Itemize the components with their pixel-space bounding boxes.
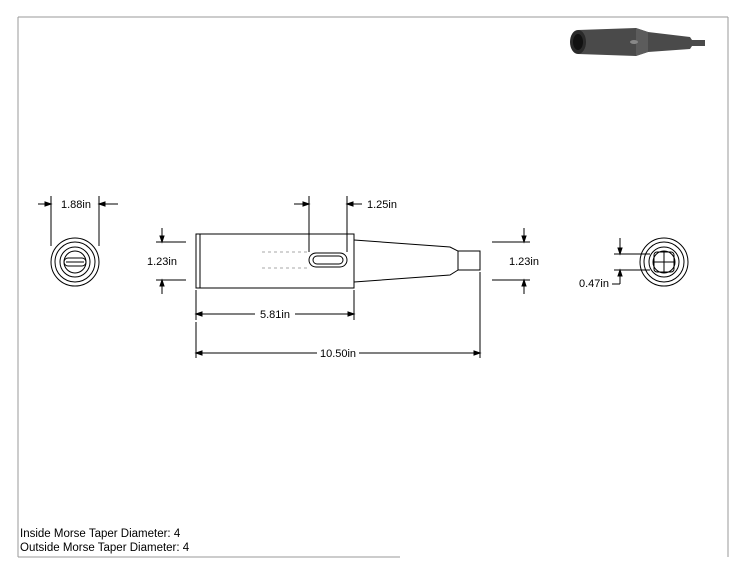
left-end-view: [50, 237, 100, 287]
sleeve-length-label-bg: [255, 306, 295, 320]
body-diameter-left-label: 1.23in: [147, 256, 177, 268]
left-view-diameter-label: 1.88in: [61, 199, 91, 211]
tang-width-label: 0.47in: [579, 278, 609, 290]
outside-taper-note: Outside Morse Taper Diameter: 4: [20, 542, 190, 554]
sheet-frame: [17, 16, 729, 558]
inside-taper-note: Inside Morse Taper Diameter: 4: [20, 528, 181, 540]
hidden-lines: [262, 251, 309, 269]
side-view: [195, 233, 481, 289]
right-end-view: [639, 237, 689, 287]
left-view-diameter-dimension: [38, 196, 118, 246]
overall-length-label-bg: [317, 345, 359, 359]
sleeve-length-label: 5.81in: [260, 309, 290, 321]
slot-length-label: 1.25in: [367, 199, 397, 211]
tang-width-dimension: [612, 238, 650, 285]
slot-length-dimension: [294, 196, 362, 252]
body-diameter-left-dimension: [156, 228, 186, 294]
isometric-render: [570, 28, 705, 56]
overall-length-label: 10.50in: [320, 348, 356, 360]
body-diameter-right-label: 1.23in: [509, 256, 539, 268]
drawing-notes: Inside Morse Taper Diameter: 4 Outside M…: [20, 527, 189, 555]
body-diameter-right-dimension: [492, 228, 530, 294]
